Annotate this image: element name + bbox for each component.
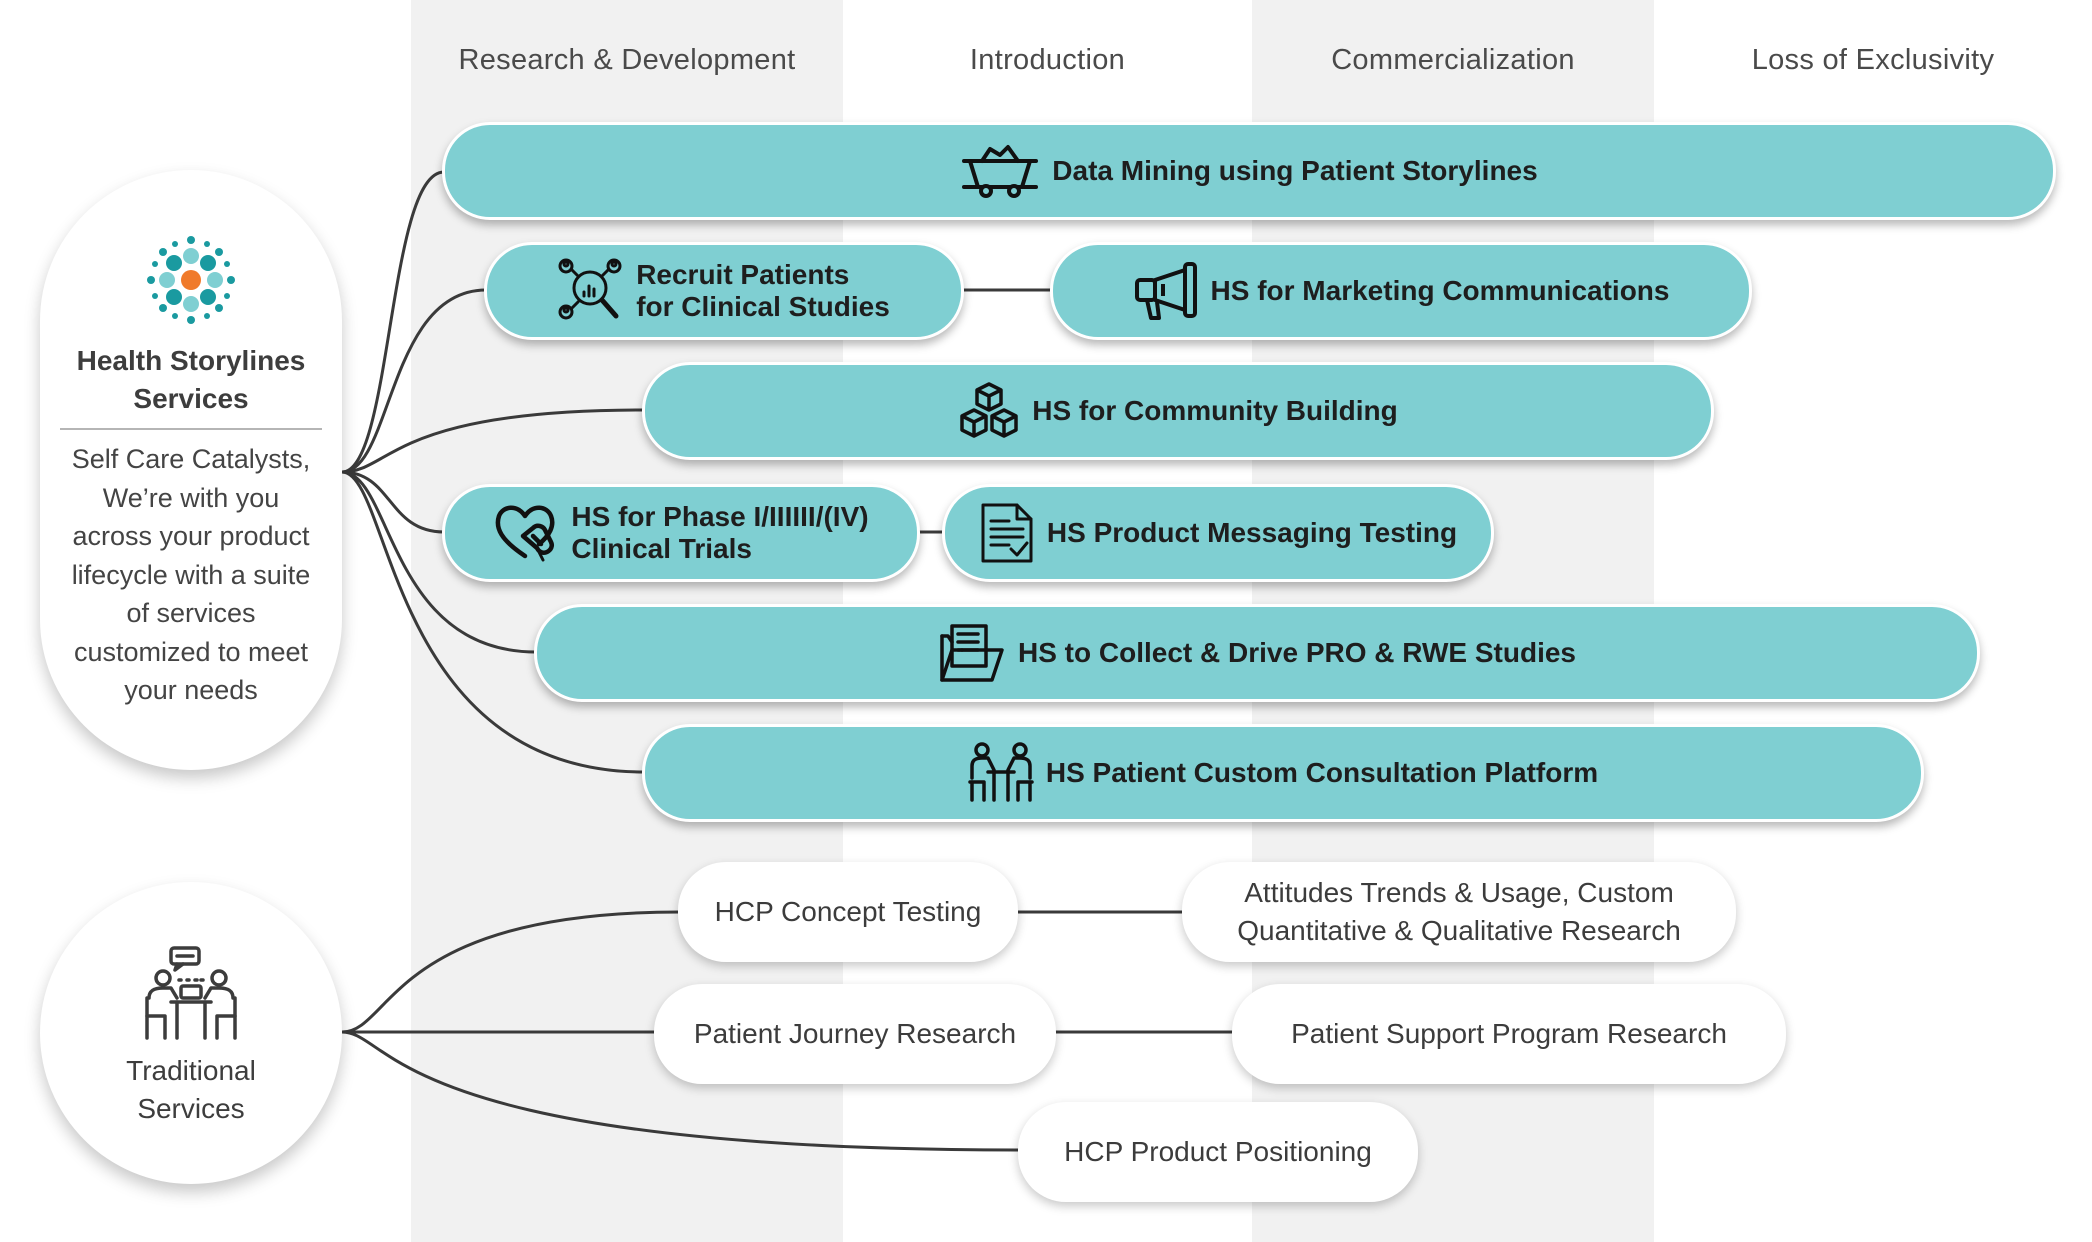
consultation-icon [968,742,1034,804]
service-product-messaging-testing[interactable]: HS Product Messaging Testing [942,484,1494,582]
health-storylines-hub: Health Storylines Services Self Care Cat… [40,170,342,770]
connector-consultation [341,470,645,774]
health-storylines-title: Health Storylines [76,345,306,376]
service-hcp-concept-testing[interactable]: HCP Concept Testing [678,862,1018,962]
column-header-commercialization: Commercialization [1331,44,1575,76]
service-patient-support-program-research[interactable]: Patient Support Program Research [1232,984,1786,1084]
service-recruit-patients[interactable]: Recruit Patients for Clinical Studies [484,242,964,340]
service-label: HS for Marketing Communications [1210,275,1670,306]
service-label: Patient Support Program Research [1291,1018,1727,1049]
service-label: Patient Journey Research [693,1018,1017,1049]
health-storylines-description-line: customized to meet [73,636,309,667]
heart-pill-icon [493,502,559,564]
column-header-loss-of-exclusivity: Loss of Exclusivity [1751,44,1995,76]
health-storylines-divider [60,428,322,430]
service-label-line1: Recruit Patients [636,259,850,290]
column-header-research-development: Research & Development [458,44,796,76]
health-storylines-description-line: your needs [124,675,258,705]
service-label: HCP Product Positioning [1064,1136,1372,1167]
service-attitudes-trends-usage[interactable]: Attitudes Trends & Usage, Custom Quantit… [1182,862,1736,962]
meeting-people-icon [141,942,241,1042]
service-label: Data Mining using Patient Storylines [1052,155,1538,186]
connector-phase-trials [341,470,445,534]
service-data-mining[interactable]: Data Mining using Patient Storylines [442,122,2056,220]
service-consultation-platform[interactable]: HS Patient Custom Consultation Platform [642,724,1924,822]
health-storylines-description-line: across your product [72,521,310,551]
health-storylines-description-line: lifecycle with a suite [71,559,311,590]
service-label: HCP Concept Testing [714,896,982,927]
service-label-line1: HS for Phase I/IIIIII/(IV) [571,501,869,532]
traditional-services-title: Traditional [126,1055,256,1086]
service-pro-rwe-studies[interactable]: HS to Collect & Drive PRO & RWE Studies [534,604,1980,702]
service-community-building[interactable]: HS for Community Building [642,362,1714,460]
connector-pro-rwe [341,470,537,654]
service-label-line2: Quantitative & Qualitative Research [1237,915,1681,946]
folder-files-icon [938,622,1006,684]
health-storylines-title-line2: Services [133,383,249,414]
service-label: HS to Collect & Drive PRO & RWE Studies [1017,637,1577,668]
connector-hcp-positioning [341,1030,1021,1152]
connector-recruit [341,288,487,474]
service-label-line1: Attitudes Trends & Usage, Custom [1244,877,1674,908]
service-hcp-product-positioning[interactable]: HCP Product Positioning [1018,1102,1418,1202]
blocks-icon [958,380,1020,442]
service-label-line2: for Clinical Studies [636,291,890,322]
service-phase-clinical-trials[interactable]: HS for Phase I/IIIIII/(IV) Clinical Tria… [442,484,920,582]
mining-cart-icon [960,141,1040,201]
service-label-line2: Clinical Trials [571,533,752,564]
service-patient-journey-research[interactable]: Patient Journey Research [654,984,1056,1084]
traditional-services-hub: Traditional Services [40,882,342,1184]
megaphone-icon [1133,260,1199,322]
connector-data-mining [341,170,445,474]
service-marketing-communications[interactable]: HS for Marketing Communications [1050,242,1752,340]
magnifier-people-icon [558,258,624,324]
health-storylines-logo-icon [143,232,239,328]
service-label: HS for Community Building [1032,395,1398,426]
traditional-services-title-line2: Services [137,1093,245,1124]
connector-hcp-concept [341,910,681,1034]
service-label: HS Product Messaging Testing [1046,517,1458,548]
column-header-introduction: Introduction [969,44,1126,76]
health-storylines-description-line: Self Care Catalysts, [71,444,311,474]
health-storylines-description-line: We’re with you [102,482,280,513]
health-storylines-description-line: of services [126,598,256,628]
connector-community [341,408,645,474]
checklist-document-icon [979,501,1035,565]
service-label: HS Patient Custom Consultation Platform [1045,757,1599,788]
